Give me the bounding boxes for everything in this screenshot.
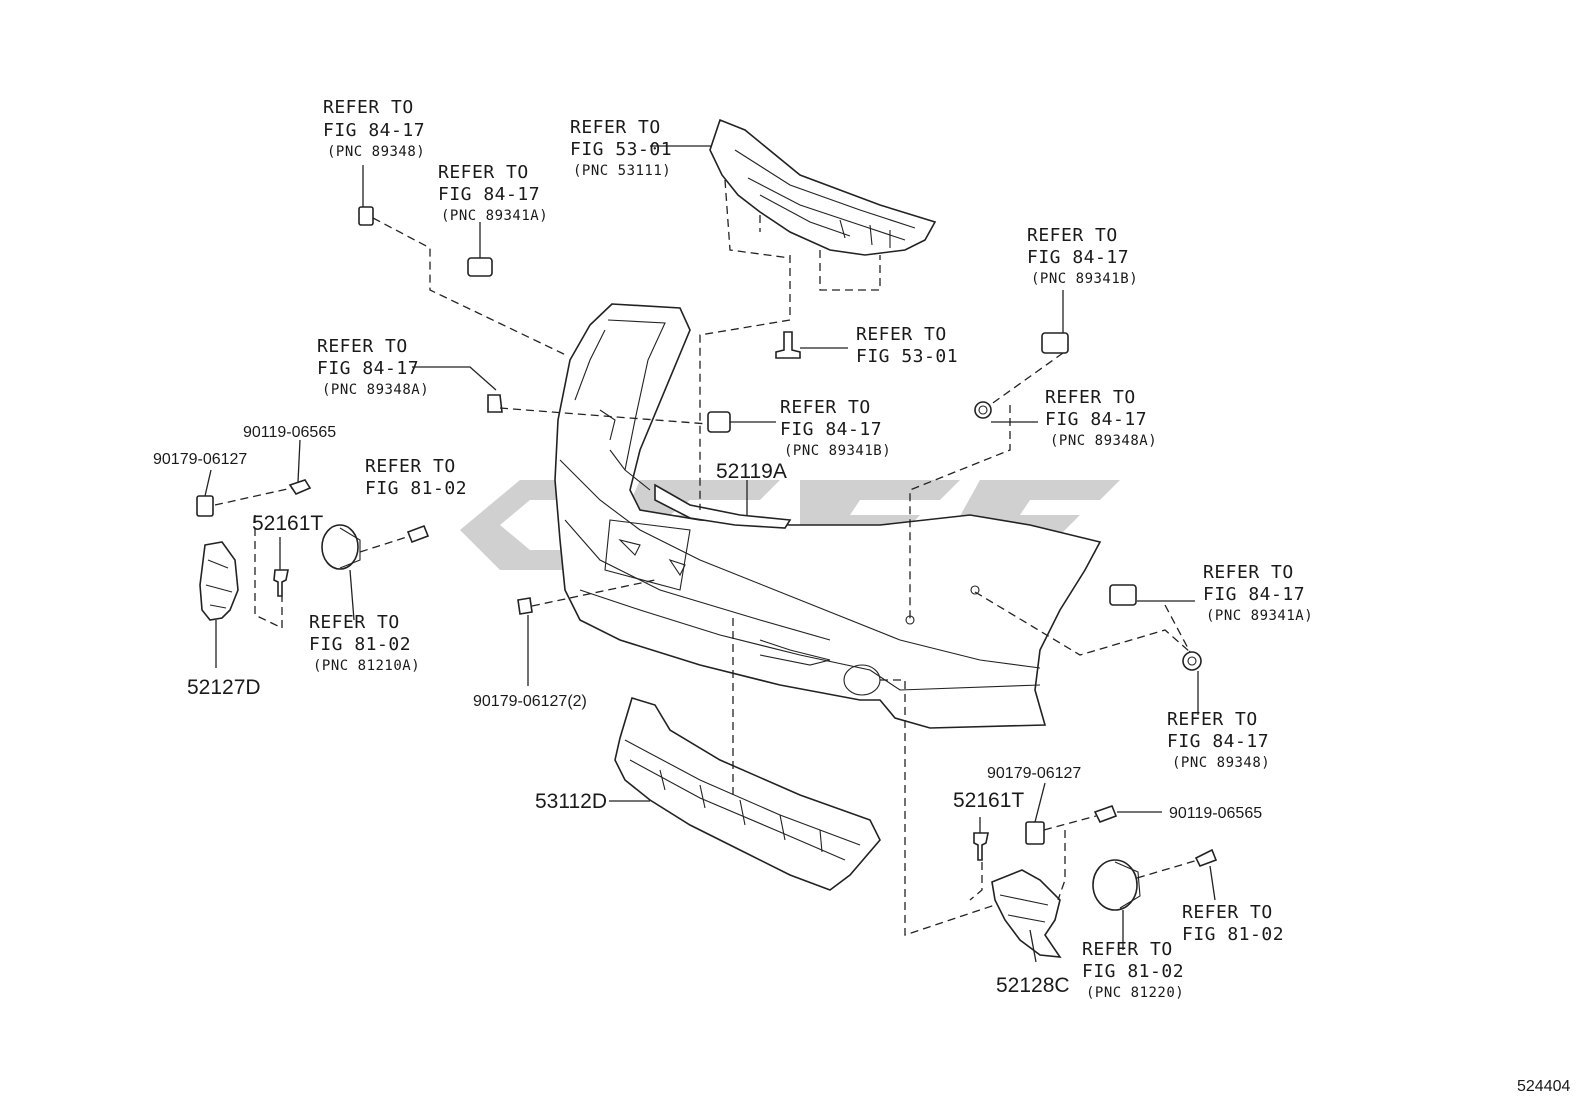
svg-text:REFER TO: REFER TO — [1082, 939, 1173, 960]
svg-text:(PNC 89341B): (PNC 89341B) — [1031, 271, 1138, 287]
svg-text:FIG 84-17: FIG 84-17 — [317, 358, 419, 379]
part-number-90179-left: 90179-06127 — [153, 451, 247, 468]
svg-text:(PNC 89341A): (PNC 89341A) — [1206, 608, 1313, 624]
svg-text:FIG 84-17: FIG 84-17 — [1203, 584, 1305, 605]
fog-lamp-left-part — [321, 524, 361, 570]
svg-text:(PNC 89341B): (PNC 89341B) — [784, 443, 891, 459]
svg-text:FIG 53-01: FIG 53-01 — [570, 139, 672, 160]
svg-text:REFER TO: REFER TO — [317, 336, 408, 357]
svg-text:REFER TO: REFER TO — [1182, 902, 1273, 923]
svg-text:FIG 81-02: FIG 81-02 — [1082, 961, 1184, 982]
svg-text:(PNC 81220): (PNC 81220) — [1086, 985, 1184, 1001]
ref-label-fig81-02-right-screw: REFER TO FIG 81-02 — [1182, 902, 1284, 945]
ref-label-fig84-17-pnc89341A-top: REFER TO FIG 84-17 (PNC 89341A) — [438, 162, 548, 224]
svg-text:FIG 84-17: FIG 84-17 — [1027, 247, 1129, 268]
svg-text:REFER TO: REFER TO — [365, 456, 456, 477]
svg-text:FIG 84-17: FIG 84-17 — [323, 120, 425, 141]
part-number-90119-left: 90119-06565 — [243, 424, 336, 441]
nut-90179-right-part — [1025, 821, 1045, 845]
nut-90179-center-part — [517, 597, 533, 615]
sensor-89341A-upper-part — [467, 257, 493, 277]
svg-text:(PNC 89341A): (PNC 89341A) — [441, 208, 548, 224]
part-number-52161T-left: 52161T — [252, 512, 323, 535]
grille-screw-part — [775, 331, 801, 359]
part-number-52161T-right: 52161T — [953, 789, 1024, 812]
leader-lines — [204, 145, 1216, 963]
ref-label-fig53-01-pnc53111: REFER TO FIG 53-01 (PNC 53111) — [570, 117, 672, 179]
ref-label-fig84-17-pnc89341A-right: REFER TO FIG 84-17 (PNC 89341A) — [1203, 562, 1313, 624]
svg-text:(PNC 81210A): (PNC 81210A) — [313, 658, 420, 674]
ref-label-fig84-17-pnc89341B-center: REFER TO FIG 84-17 (PNC 89341B) — [780, 397, 891, 459]
clip-52161T-left-part — [273, 569, 289, 597]
svg-text:REFER TO: REFER TO — [309, 612, 400, 633]
ref-label-fig84-17-pnc89341B-topright: REFER TO FIG 84-17 (PNC 89341B) — [1027, 225, 1138, 287]
sensor-clip-89348A-left-part — [487, 394, 503, 413]
clip-52161T-right-part — [973, 832, 989, 861]
svg-text:FIG 84-17: FIG 84-17 — [780, 419, 882, 440]
part-number-53112D: 53112D — [535, 790, 607, 813]
lower-grille-53112D-part — [614, 697, 881, 891]
svg-text:FIG 53-01: FIG 53-01 — [856, 346, 958, 367]
svg-text:REFER TO: REFER TO — [1167, 709, 1258, 730]
part-number-90179-center: 90179-06127(2) — [473, 693, 587, 710]
svg-text:(PNC 89348): (PNC 89348) — [327, 144, 425, 160]
svg-text:REFER TO: REFER TO — [438, 162, 529, 183]
svg-text:(PNC 89348): (PNC 89348) — [1172, 755, 1270, 771]
part-number-52119A: 52119A — [716, 460, 787, 483]
sensor-89341B-center-part — [707, 411, 731, 433]
part-number-52127D: 52127D — [187, 676, 261, 699]
figure-number: 524404 — [1517, 1078, 1570, 1095]
svg-text:REFER TO: REFER TO — [570, 117, 661, 138]
svg-text:REFER TO: REFER TO — [1203, 562, 1294, 583]
svg-text:FIG 84-17: FIG 84-17 — [1045, 409, 1147, 430]
ref-label-fig84-17-pnc89348A-right: REFER TO FIG 84-17 (PNC 89348A) — [1045, 387, 1157, 449]
svg-text:FIG 84-17: FIG 84-17 — [1167, 731, 1269, 752]
sensor-89341B-upper-part — [1041, 332, 1069, 354]
ref-label-fig81-02-pnc81210A: REFER TO FIG 81-02 (PNC 81210A) — [309, 612, 420, 674]
bolt-90119-right-part — [1093, 804, 1118, 824]
sensor-89341A-right-part — [1109, 584, 1137, 606]
svg-text:FIG 81-02: FIG 81-02 — [365, 478, 467, 499]
svg-text:(PNC 53111): (PNC 53111) — [573, 163, 671, 179]
svg-text:REFER TO: REFER TO — [1027, 225, 1118, 246]
ref-label-fig53-01-screw: REFER TO FIG 53-01 — [856, 324, 958, 367]
bracket-52127D-part — [199, 541, 239, 621]
bumper-cover-part — [554, 303, 1102, 729]
svg-text:REFER TO: REFER TO — [856, 324, 947, 345]
svg-text:FIG 81-02: FIG 81-02 — [309, 634, 411, 655]
screw-81-02-left-part — [406, 524, 430, 544]
ref-label-fig84-17-pnc89348-right: REFER TO FIG 84-17 (PNC 89348) — [1167, 709, 1270, 771]
ref-label-fig84-17-pnc89348A-left: REFER TO FIG 84-17 (PNC 89348A) — [317, 336, 429, 398]
bolt-90119-left-part — [288, 479, 312, 495]
svg-text:FIG 84-17: FIG 84-17 — [438, 184, 540, 205]
svg-text:(PNC 89348A): (PNC 89348A) — [322, 382, 429, 398]
nut-90179-left-part — [196, 495, 214, 517]
ref-label-fig84-17-pnc89348-topleft: REFER TO FIG 84-17 (PNC 89348) — [323, 97, 425, 160]
part-number-90179-right: 90179-06127 — [987, 765, 1081, 782]
sensor-ring-89348-right-part — [1182, 651, 1202, 671]
fog-lamp-right-part — [1092, 859, 1141, 911]
svg-text:REFER TO: REFER TO — [1045, 387, 1136, 408]
svg-text:REFER TO: REFER TO — [780, 397, 871, 418]
svg-text:REFER TO: REFER TO — [323, 97, 414, 118]
ref-label-fig81-02-left-screw: REFER TO FIG 81-02 — [365, 456, 467, 499]
sensor-clip-89348-part — [358, 206, 374, 226]
ref-label-fig81-02-pnc81220: REFER TO FIG 81-02 (PNC 81220) — [1082, 939, 1184, 1001]
svg-text:(PNC 89348A): (PNC 89348A) — [1050, 433, 1157, 449]
part-number-90119-right: 90119-06565 — [1169, 805, 1262, 822]
bracket-52119A-part — [654, 483, 792, 529]
screw-81-02-right-part — [1194, 848, 1218, 868]
sensor-ring-89348A-right-part — [974, 401, 992, 419]
svg-text:FIG 81-02: FIG 81-02 — [1182, 924, 1284, 945]
bracket-52128C-part — [991, 869, 1062, 958]
part-number-52128C: 52128C — [996, 974, 1070, 997]
upper-grille-part — [709, 118, 937, 320]
